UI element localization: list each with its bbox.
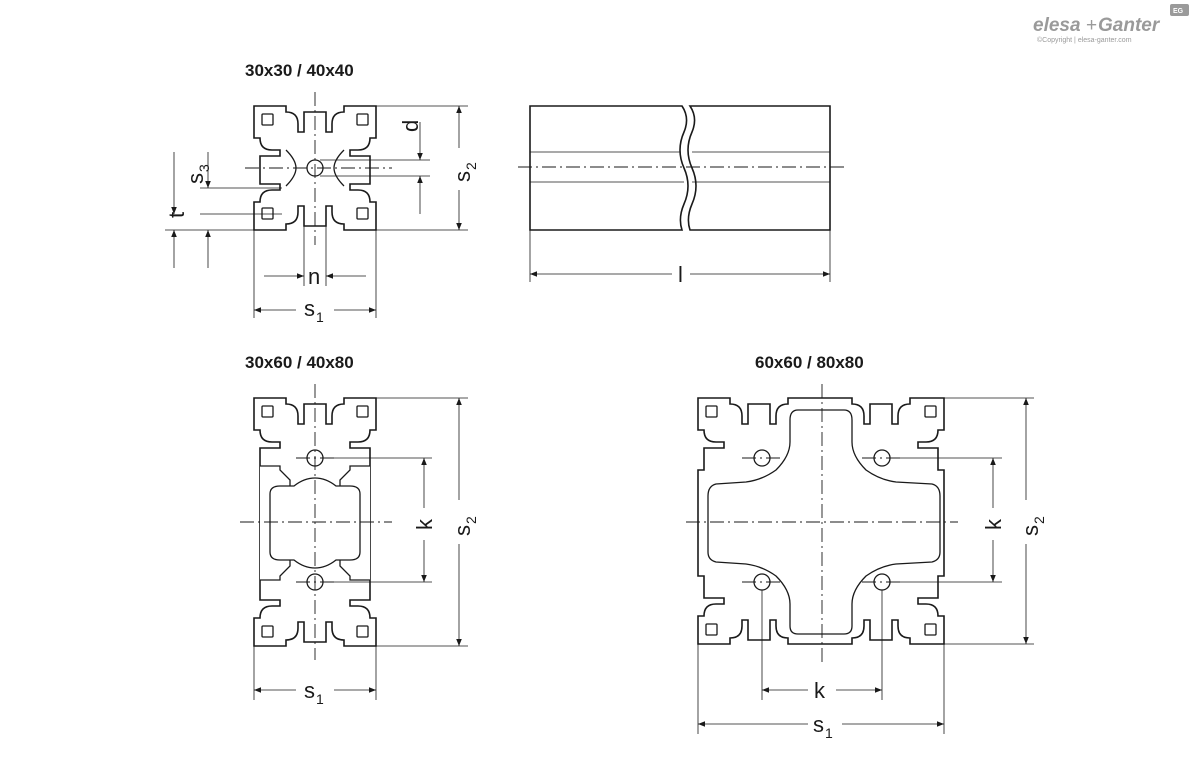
dim-label-s1-main: s	[304, 296, 315, 321]
corner-hollow	[356, 207, 369, 220]
dim-label-s1-sub: 1	[316, 309, 324, 325]
dim-label-s1-main: s	[304, 678, 315, 703]
dim-label-s1: s 1	[813, 712, 833, 741]
dim-label-k: k	[412, 518, 437, 530]
dim-label-s1-main: s	[813, 712, 824, 737]
dim-label-s1: s 1	[304, 296, 324, 325]
logo-copyright: ©Copyright | elesa-ganter.com	[1037, 36, 1132, 44]
dim-label-l: l	[678, 262, 683, 287]
profile-view-60x60: 60x60 / 80x80 k s 2	[686, 353, 1047, 741]
dim-label-s1-sub: 1	[825, 725, 833, 741]
corner-hollow	[261, 625, 274, 638]
core-web	[333, 149, 345, 187]
dim-label-s1-sub: 1	[316, 691, 324, 707]
dim-label-s2-main: s	[450, 525, 475, 536]
brand-logo: elesa + Ganter EG ©Copyright | elesa-gan…	[1033, 4, 1189, 44]
corner-hollow	[261, 207, 274, 220]
logo-brand-right: Ganter	[1098, 15, 1161, 36]
corner-hollow	[261, 405, 274, 418]
dim-label-t: t	[164, 212, 189, 218]
dim-label-s2-sub: 2	[463, 162, 479, 170]
corner-hollow	[356, 113, 369, 126]
corner-hollow	[356, 405, 369, 418]
dim-label-d: d	[398, 120, 423, 132]
corner-hollow	[261, 113, 274, 126]
corner-hollow	[705, 623, 718, 636]
side-view-outline	[529, 105, 689, 231]
dim-label-n: n	[308, 264, 320, 289]
dim-label-s2-sub: 2	[1031, 516, 1047, 524]
dim-label-s2-main: s	[450, 171, 475, 182]
dim-label-s2: s 2	[1018, 516, 1047, 536]
logo-badge-text: EG	[1173, 8, 1184, 15]
dim-label-s3: s 3	[183, 164, 212, 184]
side-view-outline	[687, 105, 831, 231]
dim-label-s2: s 2	[450, 516, 479, 536]
dim-label-k: k	[981, 518, 1006, 530]
dim-label-s2-sub: 2	[463, 516, 479, 524]
dim-label-s2: s 2	[450, 162, 479, 182]
profile-side-view: l	[518, 105, 845, 287]
dim-label-s3-sub: 3	[196, 164, 212, 172]
view-title: 30x30 / 40x40	[245, 61, 354, 80]
logo-badge	[1170, 4, 1189, 16]
corner-hollow	[356, 625, 369, 638]
dim-label-s1: s 1	[304, 678, 324, 707]
dim-label-k: k	[814, 678, 826, 703]
view-title: 60x60 / 80x80	[755, 353, 864, 372]
corner-hollow	[924, 623, 937, 636]
logo-brand-plus: +	[1086, 15, 1097, 36]
logo-brand-left: elesa	[1033, 15, 1081, 36]
view-title: 30x60 / 40x80	[245, 353, 354, 372]
profile-view-30x60: 30x60 / 40x80 k s 2	[240, 353, 479, 707]
corner-hollow	[705, 405, 718, 418]
dim-label-s3-main: s	[183, 173, 208, 184]
corner-hollow	[924, 405, 937, 418]
profile-view-30x30: 30x30 / 40x40 d s 2	[164, 61, 479, 325]
dim-label-s2-main: s	[1018, 525, 1043, 536]
